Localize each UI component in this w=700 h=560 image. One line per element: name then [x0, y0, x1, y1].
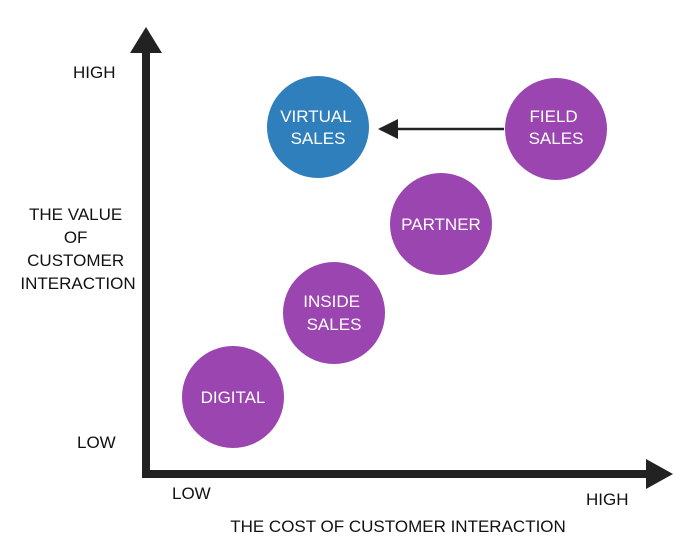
node-label-digital-line-1: DIGITAL: [201, 388, 266, 407]
node-digital: DIGITAL: [182, 346, 284, 448]
y-axis-title-line-3: CUSTOMER: [27, 251, 124, 270]
axes: [130, 27, 673, 489]
x-axis-title: THE COST OF CUSTOMER INTERACTION: [230, 517, 566, 536]
y-axis-title-line-4: INTERACTION: [20, 274, 135, 293]
node-label-virtual-sales-line-1: VIRTUAL: [280, 107, 351, 126]
node-label-field-sales-line-2: SALES: [529, 129, 584, 148]
node-virtual-sales: VIRTUAL SALES: [267, 76, 369, 178]
node-circle-partner: [390, 173, 492, 275]
node-label-virtual-sales: VIRTUAL SALES: [280, 107, 356, 148]
y-axis-title-line-2: OF: [64, 228, 88, 247]
y-axis-title: THE VALUE OF CUSTOMER INTERACTION: [20, 205, 135, 293]
node-label-field-sales-line-1: FIELD: [530, 107, 578, 126]
node-label-virtual-sales-line-2: SALES: [291, 129, 346, 148]
node-label-inside-sales-line-2: SALES: [307, 315, 362, 334]
x-axis-low-label: LOW: [172, 484, 211, 503]
x-axis-arrowhead: [646, 459, 673, 489]
node-inside-sales: INSIDE SALES: [283, 262, 385, 364]
node-label-inside-sales: INSIDE SALES: [303, 292, 364, 334]
y-axis-high-label: HIGH: [73, 63, 116, 82]
y-axis-title-line-1: THE VALUE: [29, 205, 122, 224]
node-circle-virtual-sales: [267, 76, 369, 178]
y-axis-low-label: LOW: [77, 433, 116, 452]
node-label-digital: DIGITAL: [201, 388, 266, 407]
node-circle-inside-sales: [283, 262, 385, 364]
node-field-sales: FIELD SALES: [505, 78, 607, 180]
x-axis-high-label: HIGH: [586, 490, 629, 509]
node-label-inside-sales-line-1: INSIDE: [303, 292, 360, 311]
node-circle-digital: [182, 346, 284, 448]
node-circle-field-sales: [505, 78, 607, 180]
y-axis-arrowhead: [130, 27, 162, 53]
node-label-partner-line-1: PARTNER: [401, 215, 481, 234]
node-partner: PARTNER: [390, 173, 492, 275]
node-label-partner: PARTNER: [401, 215, 481, 234]
node-label-field-sales: FIELD SALES: [529, 107, 584, 148]
